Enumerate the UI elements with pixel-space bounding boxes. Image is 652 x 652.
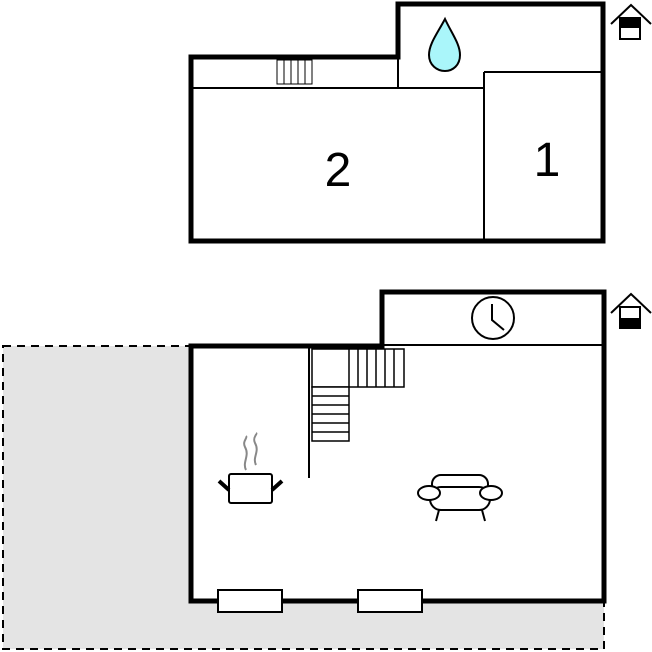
upper-floor: 2 1 xyxy=(188,1,652,244)
clock-icon xyxy=(471,296,515,340)
house-ground-floor-icon xyxy=(610,292,652,329)
upper-inner-walls xyxy=(191,57,603,241)
sofa-icon xyxy=(417,474,503,522)
cooking-pot-icon xyxy=(217,432,284,504)
room-1-label: 1 xyxy=(534,134,561,187)
lower-floor xyxy=(2,289,652,650)
stairs-icon xyxy=(311,348,405,442)
window-icon xyxy=(217,589,283,613)
house-upper-floor-icon xyxy=(610,3,652,40)
upper-outer-walls xyxy=(188,1,606,244)
window-icon xyxy=(357,589,423,613)
room-2-label: 2 xyxy=(325,144,352,197)
lower-outer-walls xyxy=(188,289,607,604)
radiator-icon xyxy=(276,59,313,85)
water-drop-icon xyxy=(427,16,462,73)
